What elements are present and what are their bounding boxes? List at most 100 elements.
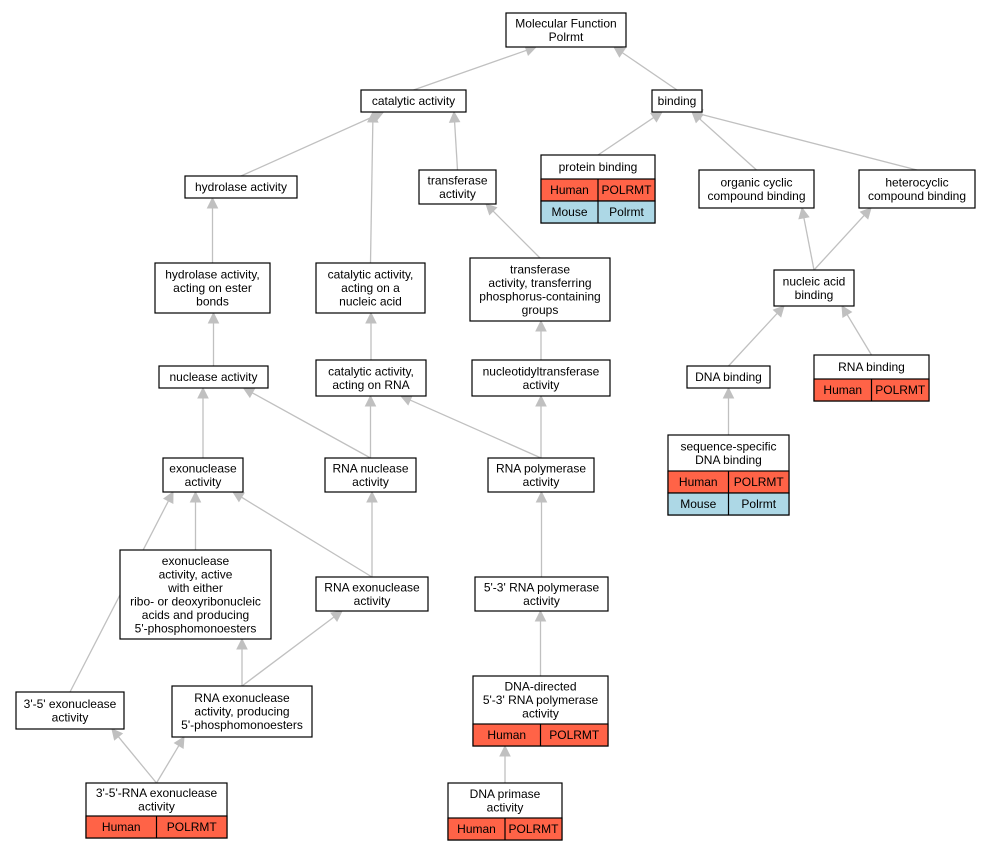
node-label: compound binding — [707, 189, 805, 203]
arrowhead — [448, 110, 461, 123]
node-label: binding — [658, 94, 697, 108]
node-box — [487, 457, 595, 493]
node-label: activity, transferring — [488, 276, 591, 290]
edge-nuc-to-hydroe — [207, 311, 220, 366]
species-label: Human — [679, 475, 718, 489]
arrowhead — [499, 744, 511, 757]
node-label: catalytic activity, — [328, 268, 414, 282]
node-label: Molecular Function — [515, 16, 616, 30]
node-label: groups — [522, 303, 559, 317]
edge-primase-to-ddpol — [499, 744, 511, 783]
gene-label: POLRMT — [167, 820, 218, 834]
node-label: 5'-3' RNA polymerase — [483, 693, 599, 707]
node-label: transferase — [510, 262, 570, 276]
node-box — [360, 89, 467, 113]
node-box — [471, 359, 611, 397]
edge-hcb-to-bind — [690, 108, 918, 171]
edge-rnab-to-nab — [841, 305, 873, 356]
node-box — [315, 359, 427, 397]
arrowhead — [236, 637, 248, 650]
arrowhead — [330, 610, 343, 622]
node-box — [15, 691, 125, 730]
edge-nab-to-ocb — [798, 206, 815, 271]
node-label: activity — [523, 594, 560, 608]
node-box — [469, 257, 611, 322]
node-label: acting on RNA — [332, 378, 409, 392]
species-label: Human — [823, 383, 862, 397]
node-label: sequence-specific — [680, 439, 776, 453]
edge-hydro-to-cat — [240, 111, 385, 177]
edge-exo-to-nuc — [197, 386, 209, 458]
species-label: Human — [102, 820, 141, 834]
node-label: binding — [795, 288, 834, 302]
arrowhead — [189, 490, 202, 503]
node-label: nucleic acid — [783, 274, 846, 288]
node-label: RNA exonuclease — [324, 580, 420, 594]
arrowhead — [650, 111, 663, 123]
node-label: 5'-3' RNA polymerase — [484, 580, 600, 594]
arrowhead — [111, 728, 124, 741]
gene-label: POLRMT — [875, 383, 926, 397]
arrowhead — [535, 394, 547, 407]
arrowhead — [485, 203, 498, 216]
node-box — [858, 169, 976, 209]
node-box — [773, 269, 855, 307]
node-label: RNA polymerase — [496, 461, 586, 475]
node-label: activity — [522, 707, 559, 721]
go-term-node-dnab[interactable]: DNA binding — [686, 365, 771, 389]
go-term-node-bind[interactable]: binding — [651, 89, 703, 113]
edge-rnapol-to-catrna — [399, 394, 542, 459]
node-label: activity, producing — [194, 705, 289, 719]
node-label: Polrmt — [549, 30, 584, 44]
node-label: DNA binding — [695, 453, 762, 467]
arrowhead — [366, 490, 378, 503]
edge-ssdna-to-dnab — [722, 386, 735, 435]
gene-label: POLRMT — [549, 728, 600, 742]
go-term-node-catrna[interactable]: catalytic activity,acting on RNA — [315, 359, 427, 397]
node-label: DNA primase — [470, 787, 541, 801]
node-label: organic cyclic — [720, 175, 792, 189]
species-label: Human — [487, 728, 526, 742]
node-label: hydrolase activity — [195, 180, 287, 194]
arrowhead — [367, 110, 379, 123]
edge-rnaexo35-to-rnaexo5p — [155, 736, 185, 784]
node-box — [324, 457, 417, 493]
edge-ntt-to-transp — [535, 319, 547, 360]
node-label: activity — [523, 378, 560, 392]
species-label: Mouse — [680, 497, 716, 511]
go-term-node-nuc[interactable]: nuclease activity — [158, 365, 269, 389]
node-box — [686, 365, 771, 389]
node-label: catalytic activity — [372, 94, 455, 108]
edge-nab-to-hcb — [813, 207, 872, 271]
go-term-node-hydro[interactable]: hydrolase activity — [184, 175, 298, 199]
node-label: 5'-phosphomonoesters — [181, 718, 303, 732]
arrowhead — [613, 46, 626, 58]
go-term-node-cat[interactable]: catalytic activity — [360, 89, 467, 113]
node-label: nucleotidyltransferase — [483, 364, 600, 378]
node-label: activity — [487, 800, 524, 814]
